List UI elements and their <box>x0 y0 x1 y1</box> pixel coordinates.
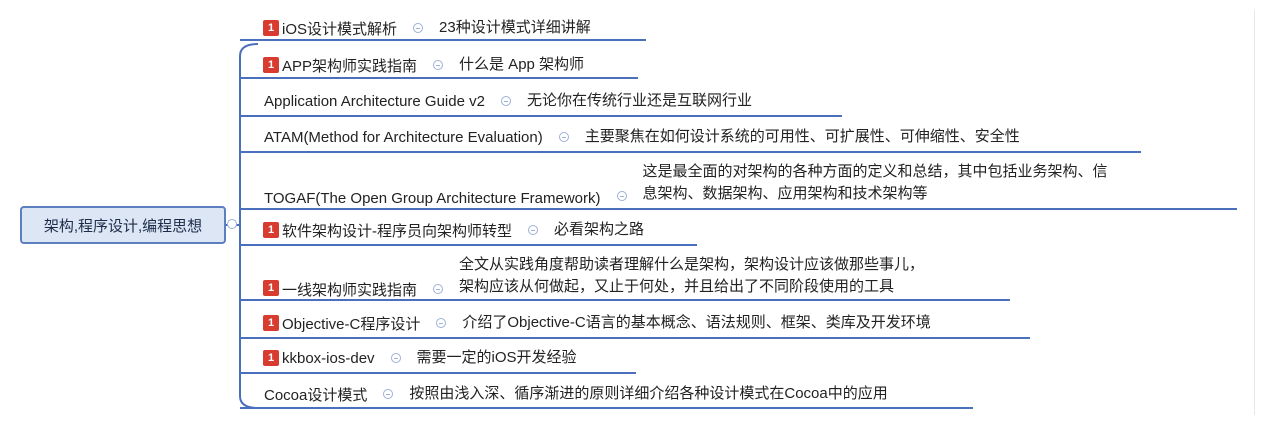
priority-flag-icon: 1 <box>263 315 279 331</box>
branch-description: 什么是 App 架构师 <box>459 56 585 73</box>
branch-label: TOGAF(The Open Group Architecture Framew… <box>264 190 601 207</box>
collapse-toggle-icon[interactable] <box>433 284 444 294</box>
priority-flag-icon: 1 <box>263 222 279 238</box>
priority-flag-icon: 1 <box>263 57 279 73</box>
priority-flag-icon: 1 <box>263 20 279 36</box>
branch-description: 需要一定的iOS开发经验 <box>416 349 577 366</box>
branch-description: 介绍了Objective-C语言的基本概念、语法规则、框架、类库及开发环境 <box>462 314 931 331</box>
priority-flag-icon: 1 <box>263 280 279 296</box>
branch-description: 这是最全面的对架构的各种方面的定义和总结，其中包括业务架构、信 息架构、数据架构… <box>643 161 1108 205</box>
branch-description-line: 全文从实践角度帮助读者理解什么是架构，架构设计应该做那些事儿， <box>459 256 925 273</box>
root-topic-label: 架构,程序设计,编程思想 <box>43 217 203 235</box>
branch-description: 无论你在传统行业还是互联网行业 <box>526 92 752 109</box>
branch-description: 主要聚焦在如何设计系统的可用性、可扩展性、可伸缩性、安全性 <box>584 128 1020 145</box>
collapse-toggle-icon[interactable] <box>436 318 447 328</box>
branch-description-line: 这是最全面的对架构的各种方面的定义和总结，其中包括业务架构、信 <box>642 163 1108 180</box>
branch-label: kkbox-ios-dev <box>282 349 375 367</box>
branch-description: 23种设计模式详细讲解 <box>439 19 591 36</box>
branch-label: APP架构师实践指南 <box>282 57 418 75</box>
branch-label: 软件架构设计-程序员向架构师转型 <box>282 222 512 240</box>
branch-node[interactable]: 1 软件架构设计-程序员向架构师转型 必看架构之路 <box>263 219 644 241</box>
canvas-edge-divider <box>1254 10 1255 415</box>
branch-node[interactable]: 1 kkbox-ios-dev 需要一定的iOS开发经验 <box>263 347 577 369</box>
branch-node[interactable]: ATAM(Method for Architecture Evaluation)… <box>264 126 1020 148</box>
root-collapse-toggle[interactable] <box>227 219 237 229</box>
branch-label: iOS设计模式解析 <box>282 20 398 38</box>
branch-node[interactable]: 1 iOS设计模式解析 23种设计模式详细讲解 <box>263 17 591 39</box>
branch-node[interactable]: TOGAF(The Open Group Architecture Framew… <box>264 161 1108 207</box>
collapse-toggle-icon[interactable] <box>528 225 538 235</box>
priority-flag-icon: 1 <box>263 350 279 366</box>
collapse-toggle-icon[interactable] <box>500 96 511 106</box>
collapse-toggle-icon[interactable] <box>558 132 569 142</box>
branch-node[interactable]: 1 Objective-C程序设计 介绍了Objective-C语言的基本概念、… <box>263 312 931 334</box>
root-topic[interactable]: 架构,程序设计,编程思想 <box>20 206 226 244</box>
collapse-toggle-icon[interactable] <box>433 60 444 70</box>
branch-node[interactable]: Application Architecture Guide v2 无论你在传统… <box>264 90 752 112</box>
branch-description: 按照由浅入深、循序渐进的原则详细介绍各种设计模式在Cocoa中的应用 <box>409 385 888 402</box>
branch-label: Application Architecture Guide v2 <box>264 92 485 110</box>
collapse-toggle-icon[interactable] <box>616 191 627 201</box>
collapse-toggle-icon[interactable] <box>390 353 401 363</box>
branch-label: Objective-C程序设计 <box>282 315 421 333</box>
branch-node[interactable]: 1 APP架构师实践指南 什么是 App 架构师 <box>263 54 584 76</box>
branch-description-line: 架构应该从何做起，又止于何处，并且给出了不同阶段使用的工具 <box>459 278 895 295</box>
branch-label: ATAM(Method for Architecture Evaluation) <box>264 128 543 146</box>
branch-node[interactable]: 1 一线架构师实践指南 全文从实践角度帮助读者理解什么是架构，架构设计应该做那些… <box>263 254 924 299</box>
branch-description: 全文从实践角度帮助读者理解什么是架构，架构设计应该做那些事儿， 架构应该从何做起… <box>459 254 924 298</box>
collapse-toggle-icon[interactable] <box>383 389 394 399</box>
branch-description-line: 息架构、数据架构、应用架构和技术架构等 <box>642 185 928 202</box>
branch-node[interactable]: Cocoa设计模式 按照由浅入深、循序渐进的原则详细介绍各种设计模式在Cocoa… <box>264 383 888 405</box>
branch-label: Cocoa设计模式 <box>264 386 368 404</box>
branch-label: 一线架构师实践指南 <box>282 282 418 299</box>
trunk-line <box>239 43 259 409</box>
branch-description: 必看架构之路 <box>554 221 645 238</box>
collapse-toggle-icon[interactable] <box>413 23 424 33</box>
